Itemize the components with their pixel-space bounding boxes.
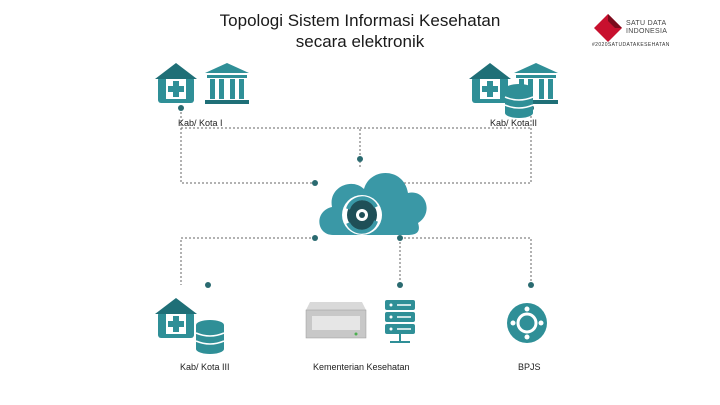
brand-name-line-2: INDONESIA bbox=[626, 28, 668, 35]
connector-dot bbox=[528, 282, 534, 288]
connector-dot bbox=[397, 235, 403, 241]
kemenkes-label: Kementerian Kesehatan bbox=[313, 362, 410, 372]
title-line-2: secara elektronik bbox=[295, 32, 425, 51]
brand-name: SATU DATA INDONESIA bbox=[626, 20, 667, 36]
connector-dot bbox=[357, 156, 363, 162]
kab3-label: Kab/ Kota III bbox=[180, 362, 230, 372]
kab3-database-icon bbox=[195, 320, 225, 354]
line-kab3-cloud bbox=[180, 237, 315, 285]
line-kab1-cloud bbox=[180, 128, 315, 184]
connection-lines bbox=[180, 108, 532, 285]
kab1-government-building-icon bbox=[205, 63, 249, 104]
connector-dot bbox=[312, 235, 318, 241]
brand-subtitle: #2020SATUDATAKESEHATAN bbox=[592, 42, 670, 48]
line-bpjs-cloud bbox=[400, 237, 532, 285]
line-kab2-cloud bbox=[400, 128, 532, 184]
brand-name-line-1: SATU DATA bbox=[626, 20, 667, 27]
kemenkes-server-icon bbox=[305, 302, 367, 339]
cloud-sync-icon bbox=[319, 172, 427, 235]
connector-dot bbox=[312, 180, 318, 186]
line-top-bus bbox=[181, 127, 361, 168]
kab3-hospital-icon bbox=[155, 298, 197, 338]
page-title: Topologi Sistem Informasi Kesehatan seca… bbox=[190, 10, 530, 52]
connector-dot bbox=[205, 282, 211, 288]
kab2-label: Kab/ Kota II bbox=[490, 118, 538, 128]
kab1-hospital-icon bbox=[155, 63, 197, 103]
bpjs-logo-icon bbox=[507, 303, 547, 343]
kab2-database-icon bbox=[504, 84, 534, 118]
kemenkes-server-rack-icon bbox=[385, 300, 415, 343]
connector-dot bbox=[178, 105, 184, 111]
kab1-label: Kab/ Kota I bbox=[178, 118, 223, 128]
satu-data-logo-icon bbox=[594, 14, 622, 42]
title-line-1: Topologi Sistem Informasi Kesehatan bbox=[219, 11, 501, 30]
connector-dot bbox=[397, 282, 403, 288]
kab2-hospital-icon bbox=[469, 63, 511, 103]
bpjs-label: BPJS bbox=[518, 362, 541, 372]
